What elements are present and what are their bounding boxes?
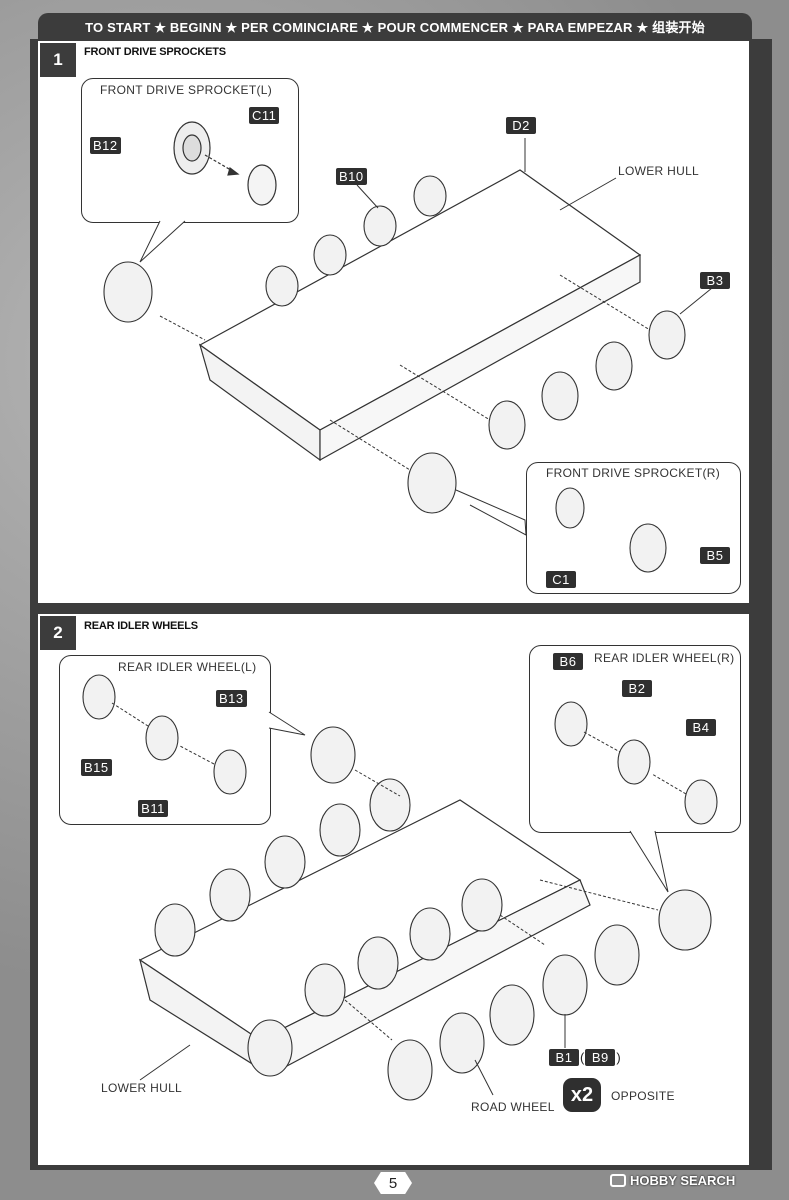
part-b4-tag: B4 [686,719,716,736]
part-d2-tag: D2 [506,117,536,134]
step1-lower-hull-label: LOWER HULL [618,164,700,178]
part-b10-tag: B10 [336,168,367,185]
part-b2-tag: B2 [622,680,652,697]
page-number-text: 5 [388,1174,398,1192]
step2-inset-parts [82,674,718,825]
part-c1-tag: C1 [546,571,576,588]
step1-inset-left-parts [173,121,277,206]
step1-number-badge: 1 [40,43,76,77]
step1-inset-left-caption: FRONT DRIVE SPROCKET(L) [100,83,273,97]
page-number: 5 [374,1172,412,1194]
opposite-label: OPPOSITE [611,1089,675,1103]
paren-close: ) [616,1050,621,1065]
part-b9-tag: B9 [585,1049,616,1066]
step1-title: FRONT DRIVE SPROCKETS [84,46,226,58]
step2-lower-hull-label: LOWER HULL [101,1081,183,1095]
part-b11-tag: B11 [138,800,168,817]
step2-inset-right-caption: REAR IDLER WHEEL(R) [594,651,735,665]
part-b3-tag: B3 [700,272,730,289]
road-wheel-part-group: B1 ( B9 ) [549,1049,621,1066]
part-c11-tag: C11 [249,107,280,124]
header-banner: TO START ★ BEGINN ★ PER COMINCIARE ★ POU… [38,13,752,39]
paren-open: ( [580,1050,585,1065]
part-b15-tag: B15 [81,759,112,776]
quantity-badge: x2 [563,1078,601,1112]
part-b6-tag: B6 [553,653,583,670]
part-b12-tag: B12 [90,137,121,154]
camera-icon [610,1174,626,1187]
hub-c11-shape [247,164,277,206]
step1-wheels [103,175,686,573]
part-b1-tag: B1 [549,1049,579,1066]
part-b5-tag: B5 [700,547,730,564]
step2-number-badge: 2 [40,616,76,650]
watermark: HOBBY SEARCH [610,1173,735,1188]
step2-inset-left-caption: REAR IDLER WHEEL(L) [118,660,257,674]
road-wheel-label: ROAD WHEEL [471,1100,555,1114]
watermark-text: HOBBY SEARCH [630,1173,736,1188]
step2-title: REAR IDLER WHEELS [84,620,198,632]
step1-lower-hull-shape [198,169,642,462]
step1-inset-right-caption: FRONT DRIVE SPROCKET(R) [546,466,721,480]
part-b13-tag: B13 [216,690,247,707]
step2-wheels [154,726,712,1101]
step2-lower-hull-shape [138,799,591,1077]
